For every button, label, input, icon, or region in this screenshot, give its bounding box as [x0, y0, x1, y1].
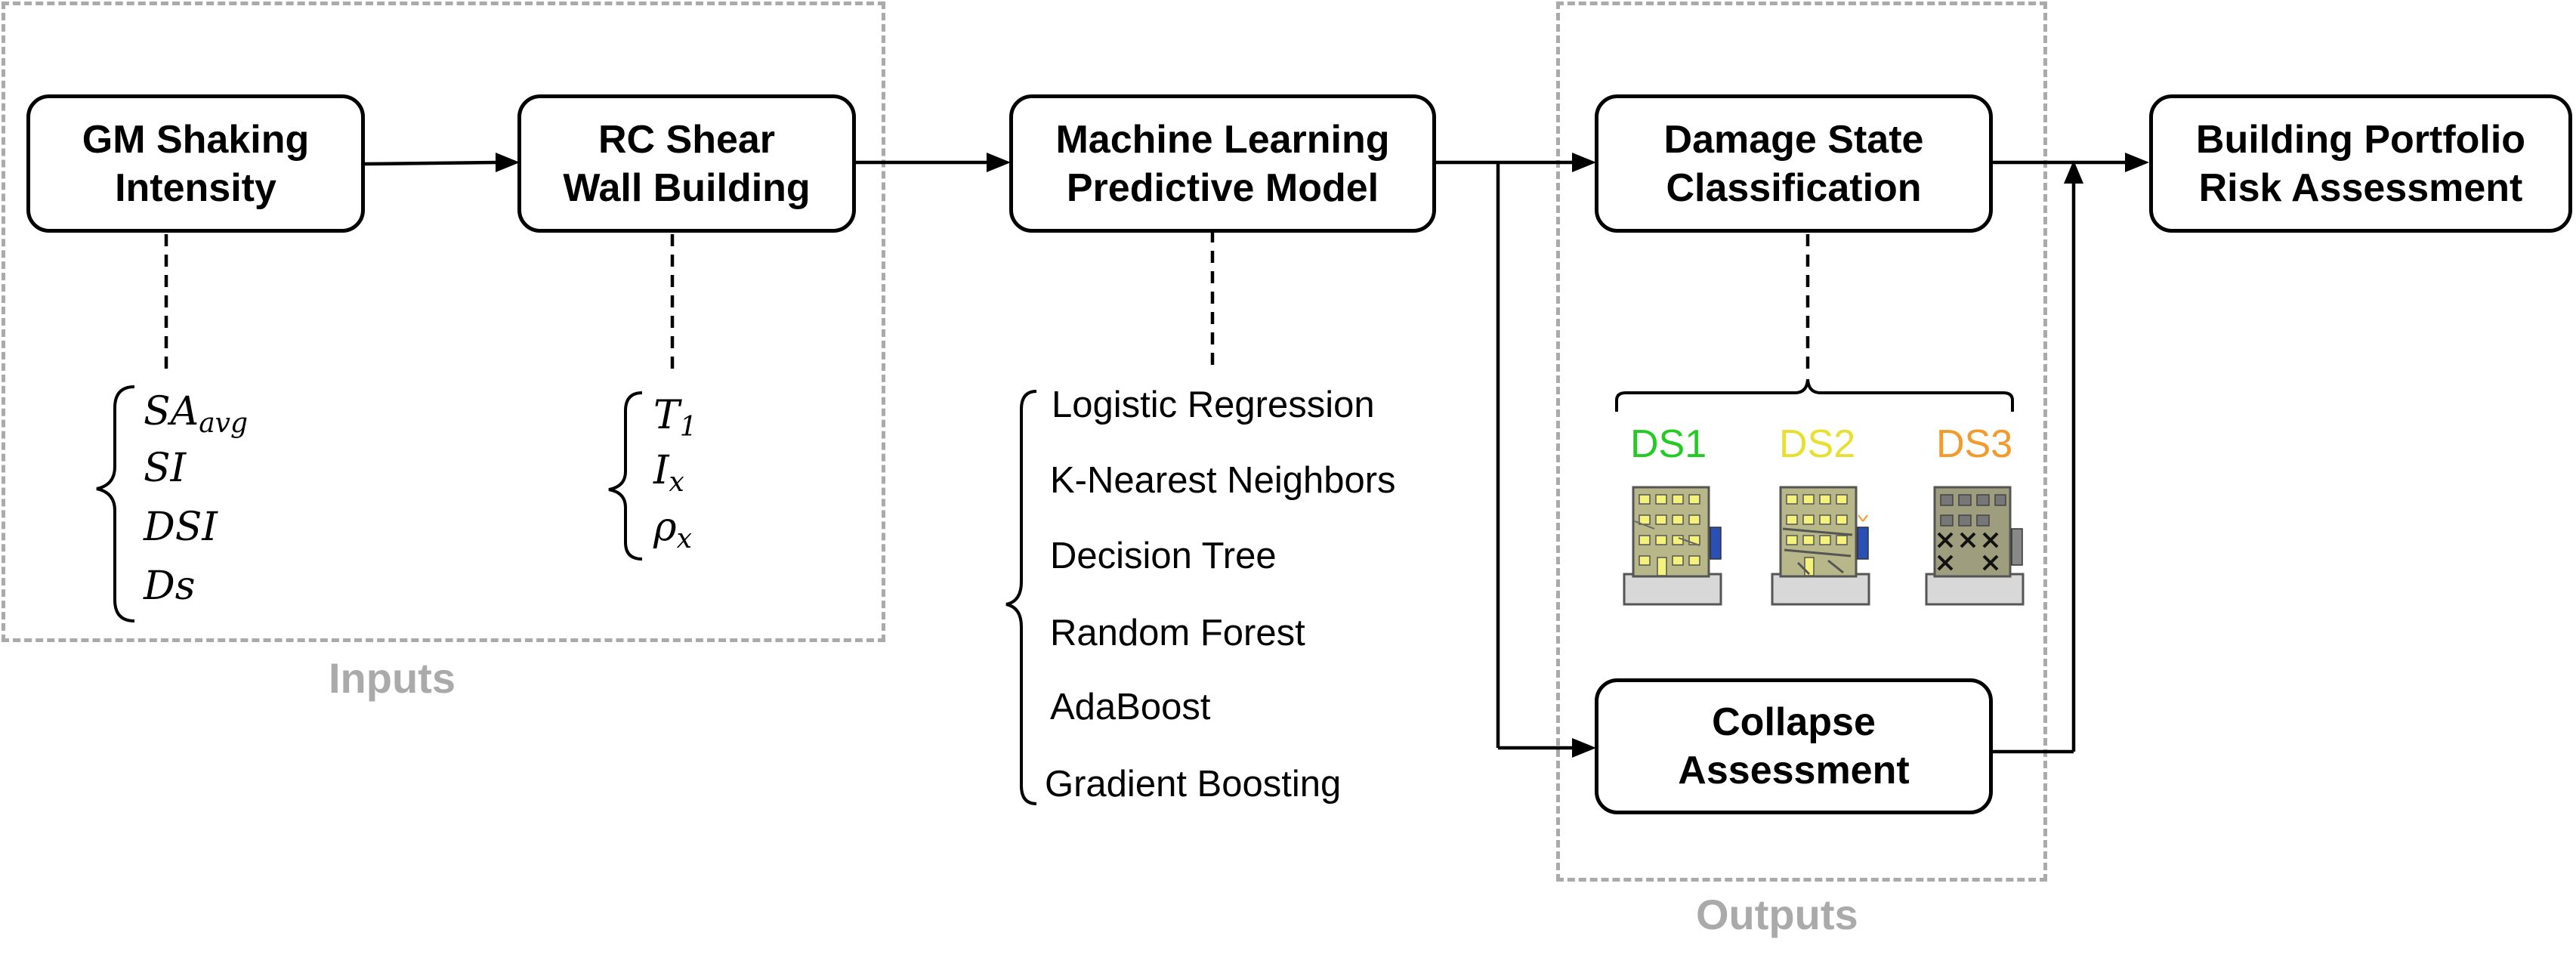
outputs-group-label: Outputs: [1696, 891, 1858, 938]
bp-box-line2: Risk Assessment: [2198, 165, 2523, 210]
bp-box-line1: Building Portfolio: [2195, 117, 2526, 162]
ca-box-line2: Assessment: [1678, 749, 1910, 792]
model-k-nearest-neighbors: K-Nearest Neighbors: [1050, 460, 1396, 501]
building-param-t1: T1: [653, 393, 697, 443]
model-logistic-regression: Logistic Regression: [1052, 385, 1375, 425]
gm-param-dsi: DSI: [144, 505, 218, 550]
gm-param-ds: Ds: [144, 564, 196, 609]
ds3-label: DS3: [1936, 422, 2013, 466]
ml-predictive-model-box: Machine Learning Predictive Model: [1009, 94, 1436, 233]
gm-param-si: SI: [144, 446, 187, 491]
gm-box-line1: GM Shaking: [82, 117, 310, 162]
ds2-label: DS2: [1779, 422, 1856, 466]
model-adaboost: AdaBoost: [1050, 687, 1211, 727]
ml-box-line1: Machine Learning: [1055, 117, 1390, 162]
ds2-building-icon: [1771, 486, 1870, 606]
rc-box-line1: RC Shear: [598, 117, 776, 162]
ca-box-line1: Collapse: [1712, 700, 1876, 744]
outputs-group: [1556, 2, 2047, 882]
building-param-ix: Ix: [653, 448, 684, 498]
model-gradient-boosting: Gradient Boosting: [1045, 764, 1342, 805]
rc-shear-wall-building-box: RC Shear Wall Building: [517, 94, 856, 233]
ds1-building-icon: [1623, 486, 1722, 606]
ml-box-line2: Predictive Model: [1066, 165, 1379, 210]
rc-box-line2: Wall Building: [563, 165, 811, 210]
ds1-label: DS1: [1630, 422, 1707, 466]
ds3-building-icon: [1925, 486, 2025, 606]
model-decision-tree: Decision Tree: [1050, 536, 1277, 576]
collapse-assessment-box: Collapse Assessment: [1595, 678, 1993, 814]
gm-shaking-intensity-box: GM Shaking Intensity: [26, 94, 365, 233]
building-portfolio-risk-box: Building Portfolio Risk Assessment: [2149, 94, 2572, 233]
damage-state-classification-box: Damage State Classification: [1595, 94, 1993, 233]
ds-box-line1: Damage State: [1663, 117, 1924, 162]
ds-box-line2: Classification: [1666, 165, 1922, 210]
model-random-forest: Random Forest: [1050, 613, 1305, 653]
building-param-rho-x: ρx: [653, 505, 692, 554]
gm-param-sa-avg: SAavg: [144, 389, 249, 439]
gm-box-line2: Intensity: [115, 165, 276, 210]
inputs-group: [2, 2, 885, 642]
inputs-group-label: Inputs: [329, 654, 456, 702]
